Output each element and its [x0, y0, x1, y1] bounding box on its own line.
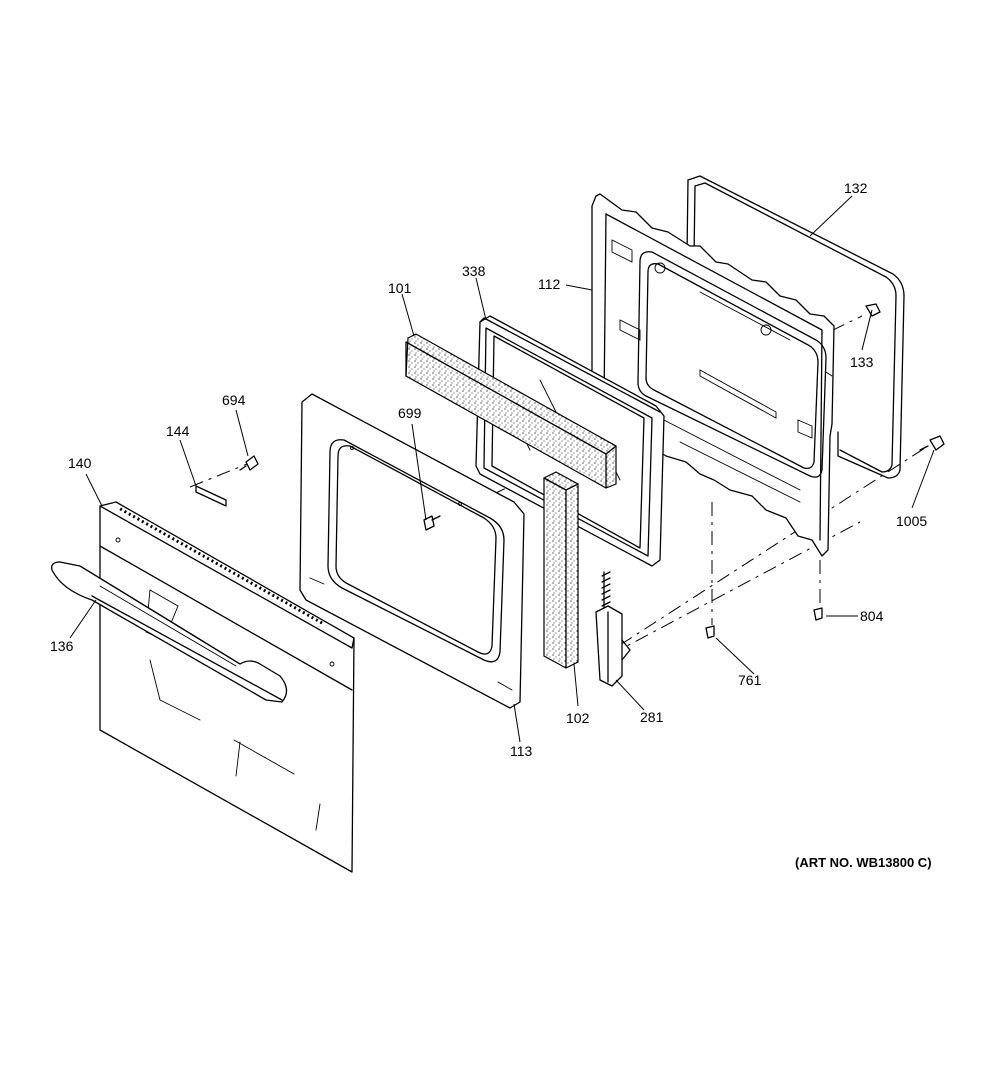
callout-338: 338: [462, 263, 486, 279]
callout-102: 102: [566, 710, 590, 726]
callout-leaders: [69, 195, 935, 743]
callout-804: 804: [860, 608, 884, 624]
callout-113: 113: [510, 743, 533, 759]
bracket-144: [195, 485, 227, 507]
door-handle: [51, 561, 288, 703]
callout-140: 140: [68, 455, 92, 471]
screw-761: [705, 625, 715, 639]
callout-133: 133: [850, 354, 874, 370]
callout-101: 101: [388, 280, 412, 296]
door-hinge: [595, 571, 631, 687]
top-insulation: [405, 333, 617, 489]
callout-1005: 1005: [896, 513, 927, 529]
screw-694: [239, 455, 259, 471]
screw-699: [423, 515, 441, 531]
callout-281: 281: [640, 709, 664, 725]
callout-132: 132: [844, 180, 868, 196]
art-number: (ART NO. WB13800 C): [795, 855, 932, 870]
door-frame: [299, 393, 525, 709]
screw-1005: [919, 435, 945, 451]
screw-804: [813, 607, 823, 621]
callout-144: 144: [166, 423, 190, 439]
callout-136: 136: [50, 638, 74, 654]
callout-112: 112: [538, 276, 561, 292]
callout-761: 761: [738, 672, 762, 688]
callout-694: 694: [222, 392, 246, 408]
side-insulation: [543, 471, 579, 669]
clip-133: [865, 303, 881, 317]
outer-door-panel: [99, 501, 355, 873]
inner-door-liner: [591, 193, 835, 557]
callout-699: 699: [398, 405, 422, 421]
callout-labels: 132 112 338 101 133 694 699 144 140 1005…: [50, 180, 927, 759]
